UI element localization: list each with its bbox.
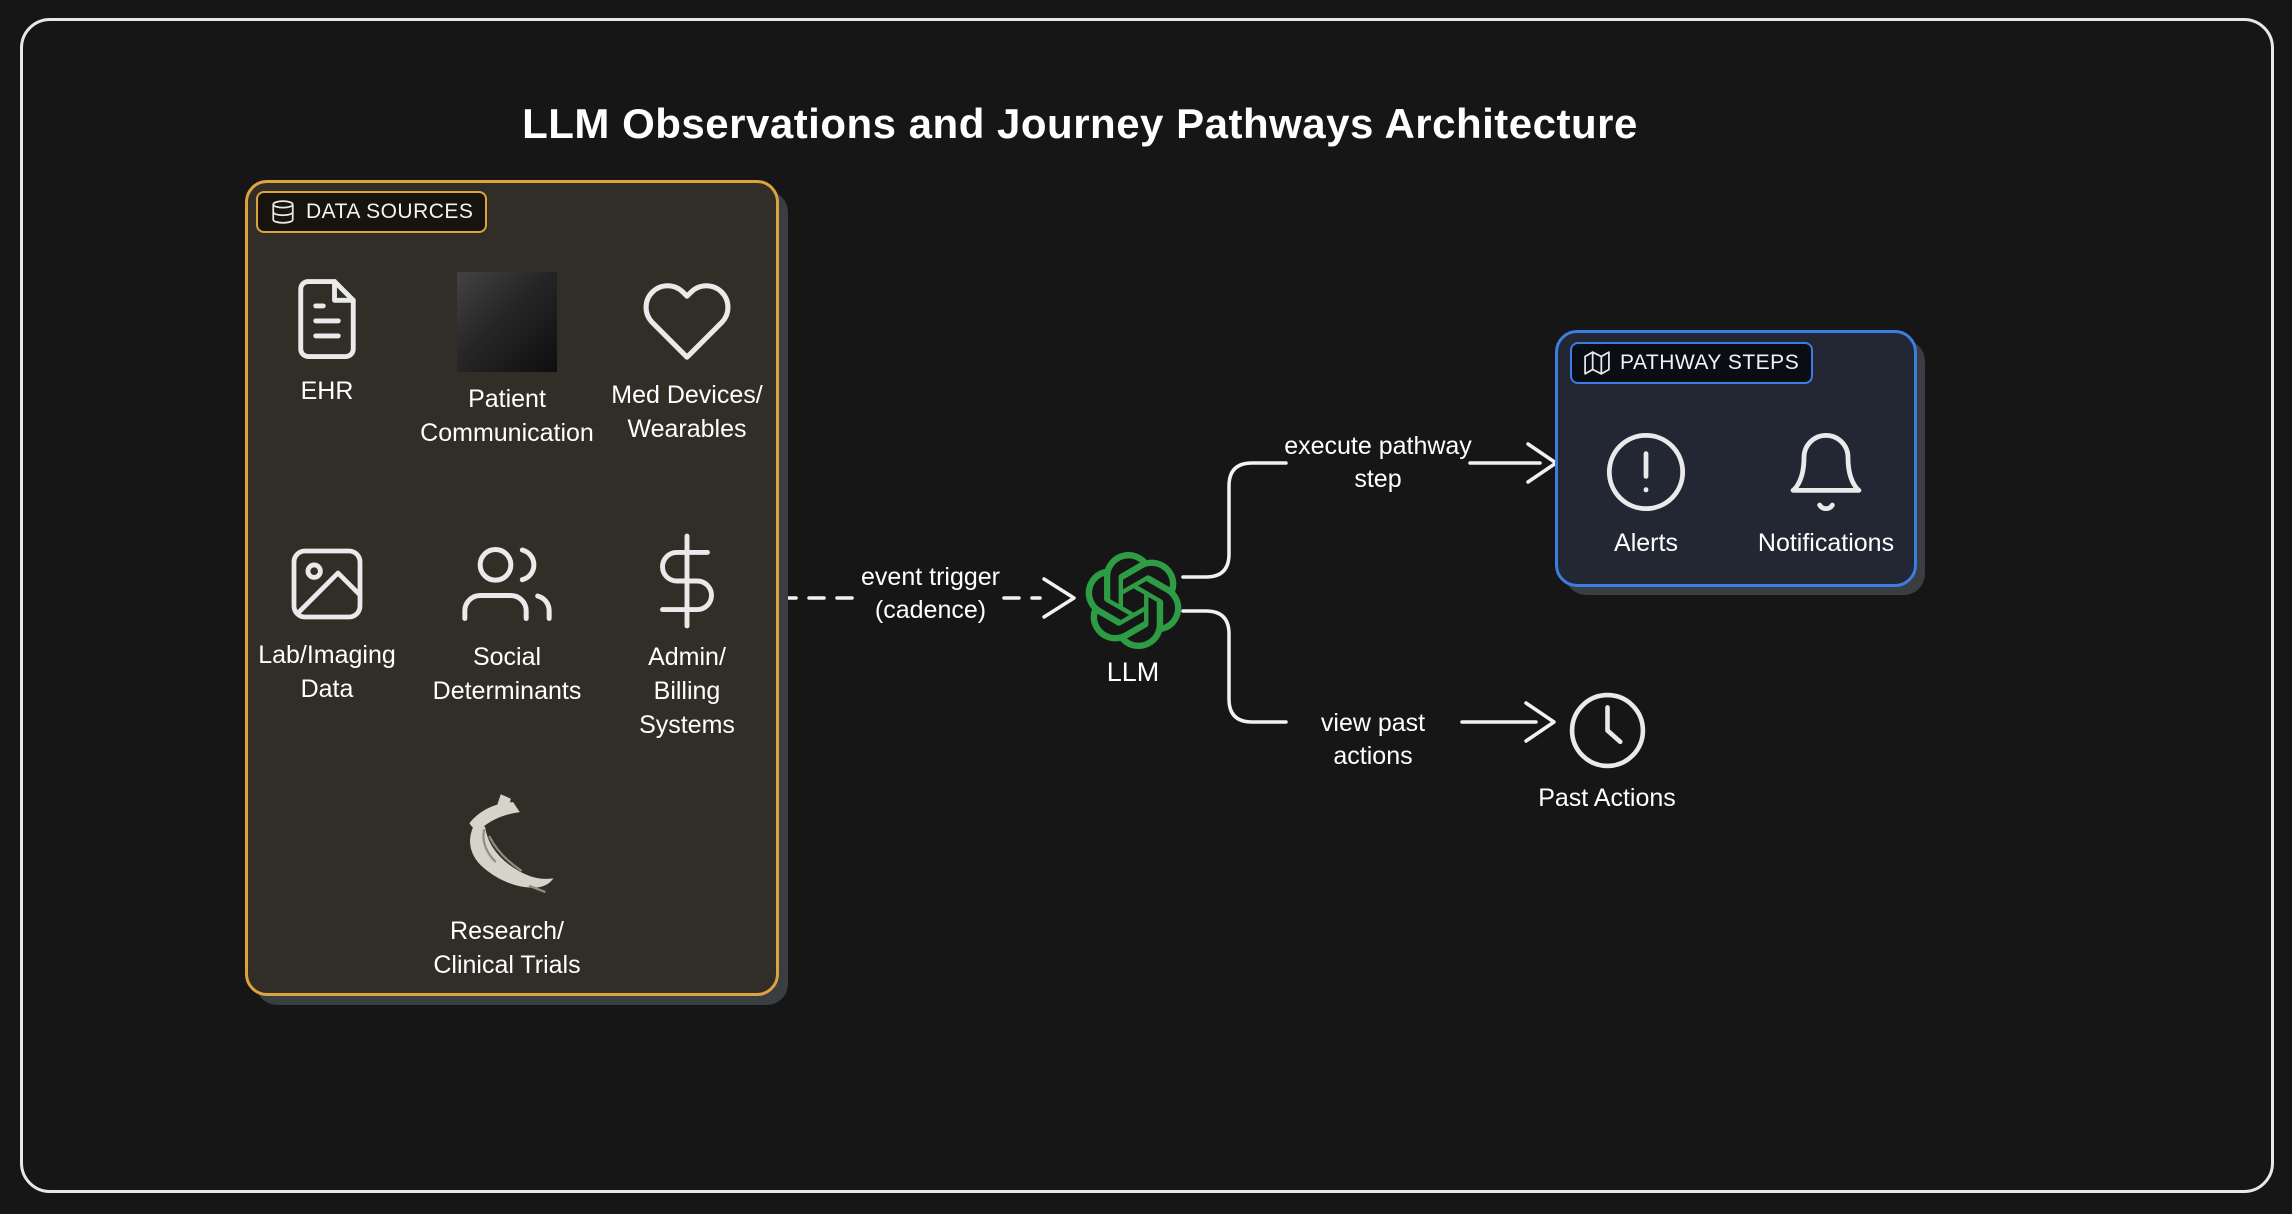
horn-sketch-icon <box>450 792 565 904</box>
map-icon <box>1584 350 1610 376</box>
node-label: Patient Communication <box>420 385 594 447</box>
node-alerts: Alerts <box>1566 428 1726 560</box>
node-label: Past Actions <box>1538 784 1676 812</box>
node-label: Notifications <box>1757 529 1895 557</box>
node-med-devices: Med Devices/ Wearables <box>577 274 797 446</box>
node-lab-imaging: Lab/Imaging Data <box>217 540 437 706</box>
node-notifications: Notifications <box>1726 428 1926 560</box>
node-label: Social Determinants <box>432 643 582 705</box>
edge-label-event-trigger: event trigger (cadence) <box>861 563 1000 624</box>
data-sources-label: DATA SOURCES <box>306 200 474 223</box>
bell-icon <box>1782 428 1870 516</box>
diagram-title: LLM Observations and Journey Pathways Ar… <box>522 100 1638 147</box>
data-sources-chip: DATA SOURCES <box>256 191 488 233</box>
node-social-determinants: Social Determinants <box>397 538 617 708</box>
node-label: Admin/ Billing Systems <box>639 643 735 739</box>
node-llm: LLM <box>1057 552 1209 689</box>
node-patient-communication: Patient Communication <box>397 272 617 450</box>
image-icon <box>283 540 371 628</box>
node-admin-billing: Admin/ Billing Systems <box>577 532 797 742</box>
document-icon <box>282 274 372 364</box>
alert-circle-icon <box>1602 428 1690 516</box>
node-past-actions: Past Actions <box>1507 688 1707 815</box>
dollar-icon <box>638 532 736 630</box>
outer-frame <box>20 18 2274 1193</box>
node-label: Research/ Clinical Trials <box>433 917 581 979</box>
pathway-steps-group-box: PATHWAY STEPS <box>1555 330 1917 587</box>
people-icon <box>461 538 553 630</box>
node-label: Alerts <box>1614 529 1678 557</box>
edge-label-view-past-actions: view past actions <box>1320 709 1426 770</box>
node-label: Lab/Imaging Data <box>258 641 396 703</box>
pathway-steps-label: PATHWAY STEPS <box>1620 351 1800 374</box>
node-label: Med Devices/ Wearables <box>611 381 763 443</box>
llm-label: LLM <box>1106 657 1160 687</box>
node-research: Research/ Clinical Trials <box>377 792 637 982</box>
node-label: EHR <box>300 377 354 405</box>
image-placeholder <box>457 272 557 372</box>
clock-icon <box>1565 688 1650 773</box>
heart-icon <box>640 274 734 368</box>
pathway-steps-chip: PATHWAY STEPS <box>1570 342 1814 384</box>
database-icon <box>270 199 296 225</box>
node-ehr: EHR <box>227 274 427 408</box>
edge-label-execute-pathway-step: execute pathway step <box>1284 432 1472 493</box>
openai-logo <box>1085 552 1182 649</box>
